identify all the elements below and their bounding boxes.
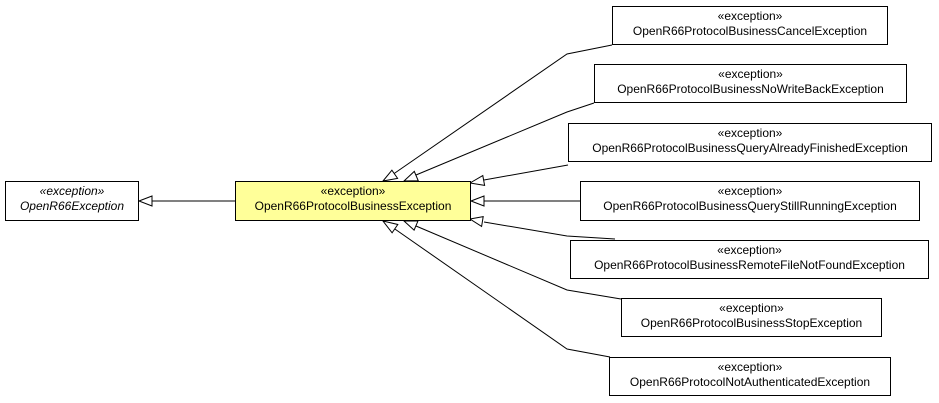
class-name: OpenR66ProtocolNotAuthenticatedException [629,375,871,389]
class-name: OpenR66ProtocolBusinessStopException [640,316,863,330]
stereotype-label: «exception» [717,126,783,140]
class-business-cancel-exception[interactable]: «exception» OpenR66ProtocolBusinessCance… [612,6,888,45]
class-business-nowriteback-exception[interactable]: «exception» OpenR66ProtocolBusinessNoWri… [594,64,907,103]
edge-child-remotefilenotfound [468,215,616,240]
edge-child-querystillrunning [469,195,580,207]
edge-child-nowriteback [402,102,595,182]
stereotype-label: «exception» [718,67,783,81]
stereotype-label: «exception» [717,9,783,23]
stereotype-label: «exception» [39,184,105,198]
stereotype-label: «exception» [717,360,783,374]
edge-child-queryalreadyfinished [468,164,569,187]
class-openr66protocolbusinessexception[interactable]: «exception» OpenR66ProtocolBusinessExcep… [235,181,471,221]
class-business-remotefilenotfound-exception[interactable]: «exception» OpenR66ProtocolBusinessRemot… [570,240,929,279]
class-name: OpenR66ProtocolBusinessCancelException [632,24,868,38]
stereotype-label: «exception» [719,301,784,315]
stereotype-label: «exception» [320,184,386,198]
class-name: OpenR66ProtocolBusinessRemoteFileNotFoun… [594,258,905,272]
class-name: OpenR66ProtocolBusinessNoWriteBackExcept… [617,82,884,96]
edge-child-notauthenticated [381,220,611,358]
class-name: OpenR66ProtocolBusinessQueryStillRunning… [603,199,897,213]
class-name: OpenR66ProtocolBusinessException [254,199,452,213]
edge-focus-to-root [137,195,235,207]
class-notauthenticated-exception[interactable]: «exception» OpenR66ProtocolNotAuthentica… [609,357,891,396]
class-business-queryalreadyfinished-exception[interactable]: «exception» OpenR66ProtocolBusinessQuery… [568,123,932,162]
stereotype-label: «exception» [717,243,782,257]
stereotype-label: «exception» [717,184,783,198]
edge-child-cancel [381,44,613,182]
class-name: OpenR66ProtocolBusinessQueryAlreadyFinis… [592,141,908,155]
class-openr66exception[interactable]: «exception» OpenR66Exception [5,181,139,221]
class-name: OpenR66Exception [19,199,125,213]
class-business-stop-exception[interactable]: «exception» OpenR66ProtocolBusinessStopE… [621,298,882,337]
class-business-querystillrunning-exception[interactable]: «exception» OpenR66ProtocolBusinessQuery… [580,181,920,221]
